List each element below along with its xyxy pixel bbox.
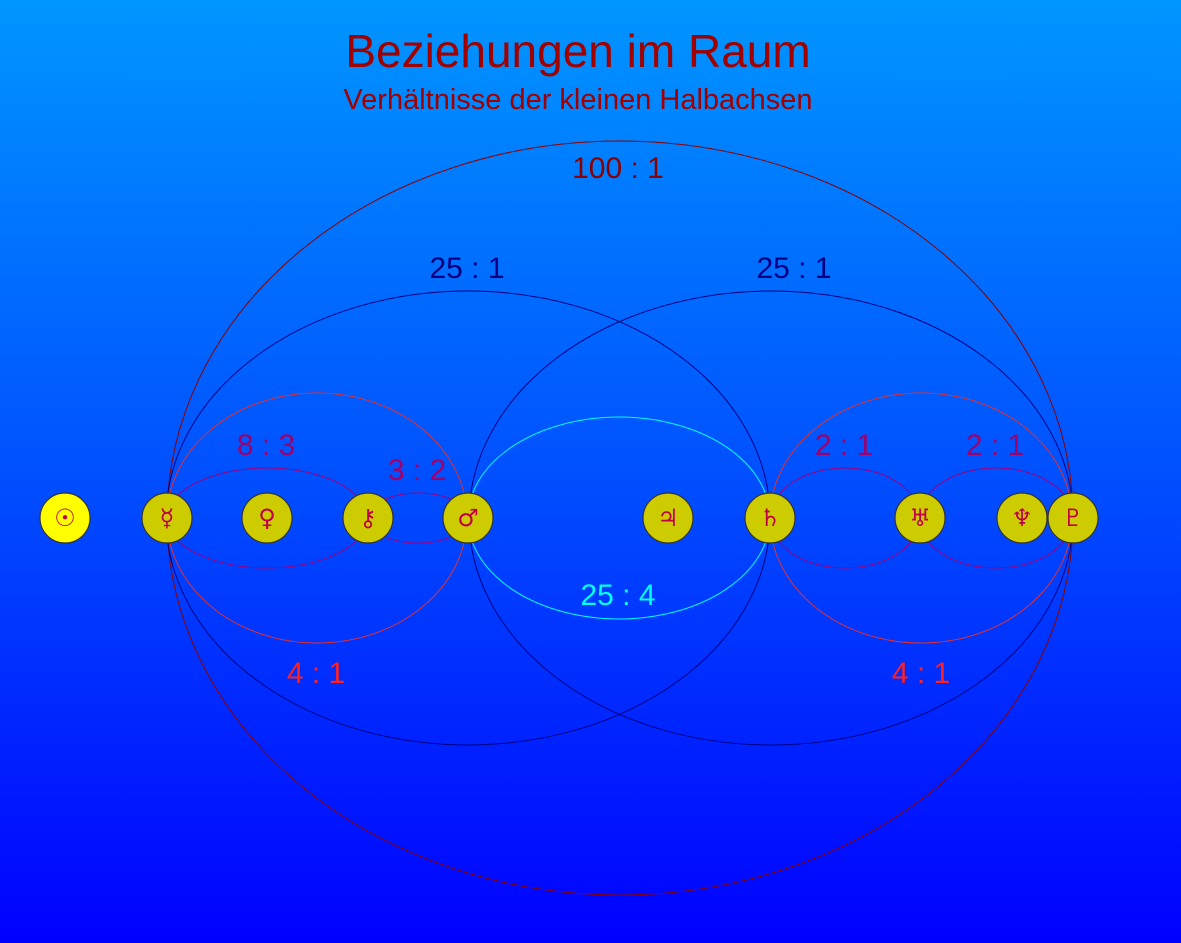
label-25-1-right: 25 : 1 <box>756 252 831 285</box>
label-3-2: 3 : 2 <box>388 454 446 487</box>
uranus-symbol-icon: ♅ <box>909 504 931 532</box>
uranus-disc <box>894 492 946 544</box>
mars-disc <box>442 492 494 544</box>
venus-disc <box>241 492 293 544</box>
body-neptune: ♆ <box>996 492 1048 544</box>
body-uranus: ♅ <box>894 492 946 544</box>
sun-symbol-icon: ☉ <box>54 504 76 532</box>
chiron-symbol-icon: ⚷ <box>359 504 377 532</box>
neptune-disc <box>996 492 1048 544</box>
mercury-symbol-icon: ☿ <box>160 504 175 532</box>
body-chiron: ⚷ <box>342 492 394 544</box>
body-pluto: ♇ <box>1047 492 1099 544</box>
mercury-disc <box>141 492 193 544</box>
label-4-1-right: 4 : 1 <box>892 657 950 690</box>
body-venus: ♀ <box>241 492 293 544</box>
diagram-title: Beziehungen im Raum <box>345 25 811 77</box>
label-100-1: 100 : 1 <box>572 152 664 185</box>
body-sun: ☉ <box>39 492 91 544</box>
diagram-subtitle: Verhältnisse der kleinen Halbachsen <box>343 84 813 116</box>
sun-disc <box>39 492 91 544</box>
body-mars: ♂ <box>442 492 494 544</box>
neptune-symbol-icon: ♆ <box>1011 504 1033 532</box>
label-2-1-a: 2 : 1 <box>815 429 873 462</box>
saturn-symbol-icon: ♄ <box>759 504 781 532</box>
saturn-disc <box>744 492 796 544</box>
body-mercury: ☿ <box>141 492 193 544</box>
label-25-4: 25 : 4 <box>580 579 655 612</box>
label-25-1-left: 25 : 1 <box>429 252 504 285</box>
label-2-1-b: 2 : 1 <box>966 429 1024 462</box>
mars-symbol-icon: ♂ <box>457 504 479 532</box>
body-saturn: ♄ <box>744 492 796 544</box>
pluto-symbol-icon: ♇ <box>1062 504 1084 532</box>
jupiter-disc <box>642 492 694 544</box>
jupiter-symbol-icon: ♃ <box>657 504 679 532</box>
venus-symbol-icon: ♀ <box>258 504 276 532</box>
body-jupiter: ♃ <box>642 492 694 544</box>
pluto-disc <box>1047 492 1099 544</box>
label-4-1-left: 4 : 1 <box>287 657 345 690</box>
ellipse-4-1-left <box>166 392 468 644</box>
chiron-disc <box>342 492 394 544</box>
label-8-3: 8 : 3 <box>237 429 295 462</box>
